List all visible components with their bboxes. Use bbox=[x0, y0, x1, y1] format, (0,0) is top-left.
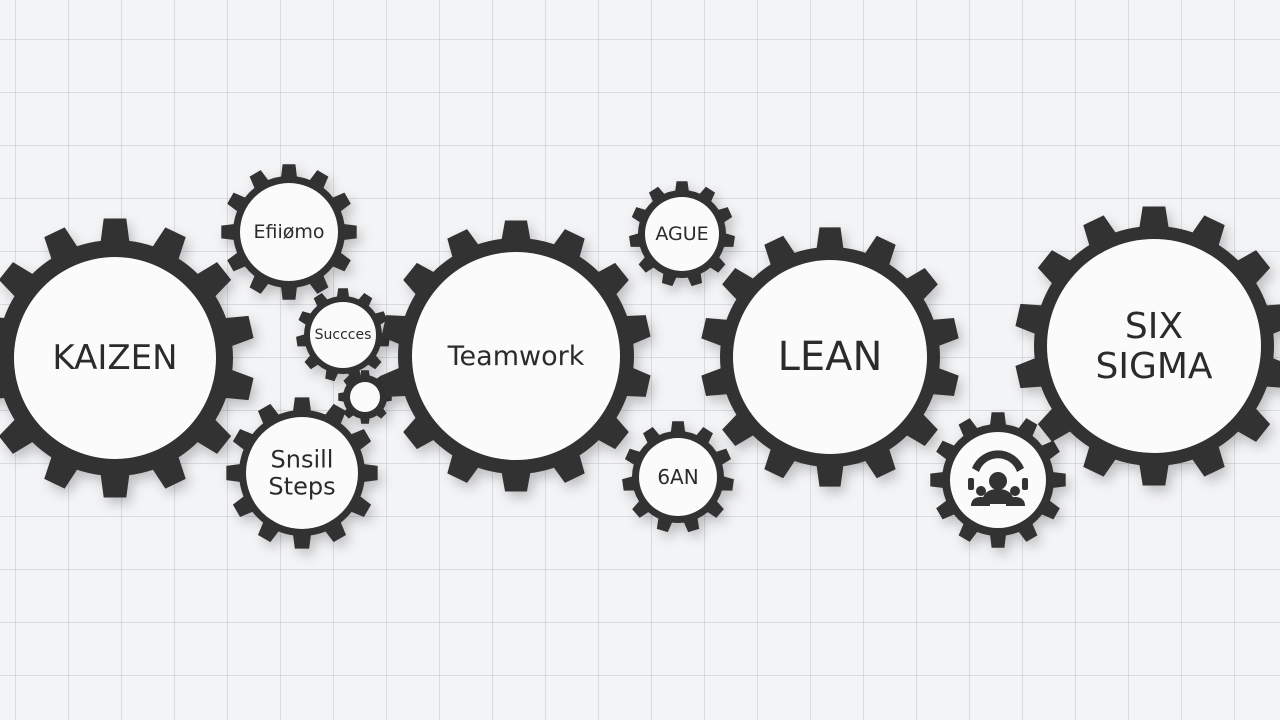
gear-face bbox=[645, 197, 719, 271]
gear-label-line: Snsill bbox=[271, 446, 334, 474]
gear-face bbox=[240, 183, 338, 281]
gear-face bbox=[733, 260, 927, 454]
gear-face bbox=[310, 302, 376, 368]
gear-label: Succces bbox=[315, 327, 372, 343]
team-icon bbox=[968, 450, 1028, 506]
gear-label-line: 6AN bbox=[657, 465, 698, 489]
gear-kan: 6AN bbox=[622, 421, 734, 533]
gear-label: 6AN bbox=[657, 465, 698, 489]
gear-label-line: SIGMA bbox=[1095, 346, 1212, 387]
gear-face bbox=[1047, 239, 1261, 453]
gear-face bbox=[639, 438, 717, 516]
gear-label: Teamwork bbox=[447, 341, 585, 372]
gear-label-line: SIX bbox=[1125, 305, 1183, 346]
gear-tiny bbox=[338, 370, 392, 424]
gear-kaizen: KAIZEN bbox=[0, 218, 254, 498]
gear-label: KAIZEN bbox=[52, 338, 177, 378]
gear-label-line: Teamwork bbox=[447, 341, 585, 372]
gear-face bbox=[350, 382, 380, 412]
gear-success: Succces bbox=[296, 288, 390, 382]
gear-label: LEAN bbox=[778, 334, 883, 380]
gear-face bbox=[412, 252, 620, 460]
gear-label-line: AGUE bbox=[655, 223, 708, 245]
gear-face bbox=[246, 417, 358, 529]
gear-efficiency: Efiiømo bbox=[221, 164, 357, 300]
gear-lean: LEAN bbox=[701, 227, 959, 487]
gear-label-line: Efiiømo bbox=[253, 221, 324, 243]
gear-teamwork: Teamwork bbox=[381, 220, 651, 492]
gear-team-icon bbox=[930, 412, 1066, 548]
gear-label-line: LEAN bbox=[778, 334, 883, 380]
gear-face bbox=[14, 257, 216, 459]
gear-label-line: Steps bbox=[268, 472, 335, 500]
gear-label-line: Succces bbox=[315, 327, 372, 343]
gear-label-line: KAIZEN bbox=[52, 338, 177, 378]
gear-agile: AGUE bbox=[629, 181, 735, 287]
gear-label: Efiiømo bbox=[253, 221, 324, 243]
gear-label: AGUE bbox=[655, 223, 708, 245]
